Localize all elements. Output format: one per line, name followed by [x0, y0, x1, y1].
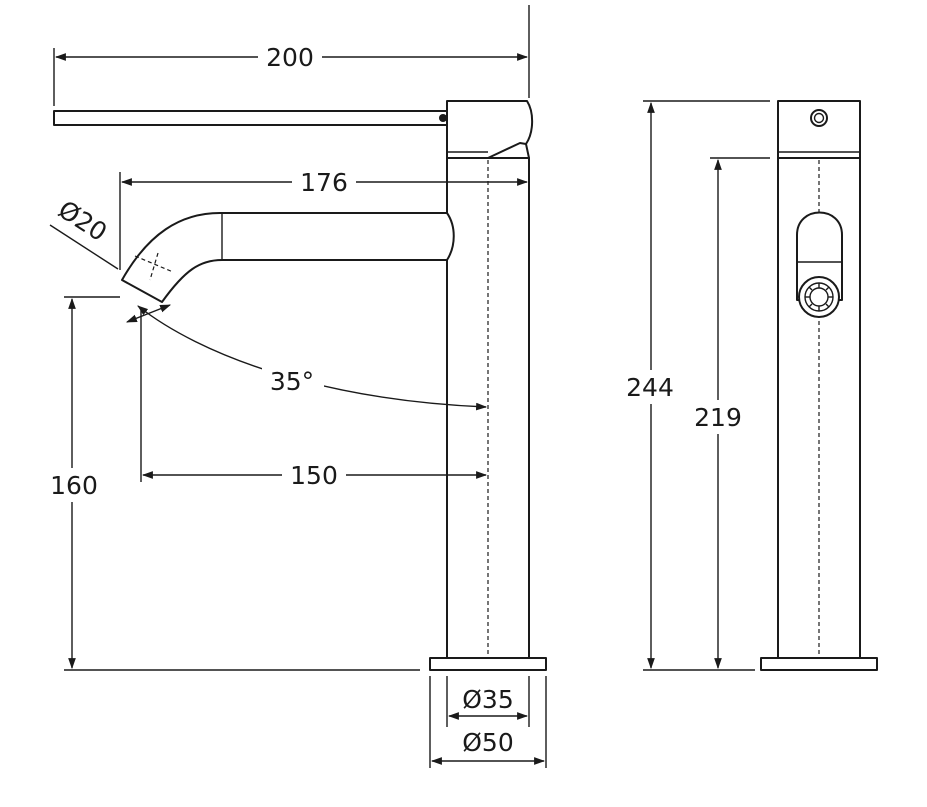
- dim-200-label: 200: [266, 43, 314, 72]
- dim-160-label: 160: [50, 471, 98, 500]
- dim-244-label: 244: [626, 373, 674, 402]
- dim-o20-label: Ø20: [53, 195, 112, 247]
- aerator-icon: [798, 276, 840, 318]
- lever-hole: [810, 109, 828, 127]
- front-view-faucet: [760, 100, 878, 671]
- spout-outlet: [796, 211, 843, 301]
- dim-150-label: 150: [290, 461, 338, 490]
- dim-o20-line: [49, 224, 119, 270]
- base-plate: [429, 657, 547, 671]
- dim-219-label: 219: [694, 403, 742, 432]
- front-base-plate: [760, 657, 878, 671]
- cap-wedge: [487, 142, 527, 159]
- spout: [121, 212, 455, 303]
- lever-pin: [439, 114, 447, 122]
- dim-o35-label: Ø35: [462, 685, 514, 714]
- aerator-dash-2: [149, 252, 159, 281]
- dim-35deg-label: 35°: [270, 367, 314, 396]
- handle-lever: [53, 110, 450, 126]
- side-view-faucet: [53, 100, 547, 671]
- front-view-dimensions: 244 219: [622, 100, 770, 671]
- handle-cap: [446, 100, 534, 159]
- dim-176-label: 176: [300, 168, 348, 197]
- dim-o50-label: Ø50: [462, 728, 514, 757]
